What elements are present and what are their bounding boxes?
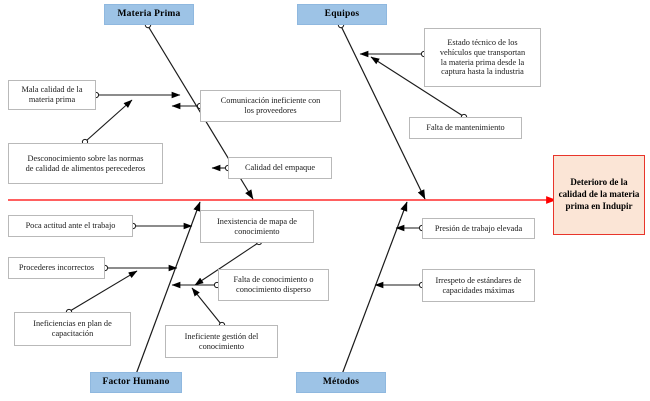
cause-label-comunicacion-ineficiente: Comunicación ineficiente con los proveed… [220,96,321,115]
category-label-metodos: Métodos [322,376,360,387]
category-label-factor-humano: Factor Humano [102,376,170,387]
cause-box-inexistencia-mapa[interactable]: Inexistencia de mapa de conocimiento [200,210,314,243]
cause-box-presion-trabajo[interactable]: Presión de trabajo elevada [422,218,535,239]
category-box-materia-prima[interactable]: Materia Prima [104,4,194,25]
cause-box-ineficiencias-plan-capacitacion[interactable]: Ineficiencias en plan de capacitación [14,312,131,346]
category-label-equipos: Equipos [324,8,360,19]
cause-label-mala-calidad: Mala calidad de la materia prima [21,85,83,104]
cause-label-ineficiente-gestion: Ineficiente gestión del conocimiento [184,331,259,351]
connector-inexistencia-mapa [194,242,259,286]
cause-label-procederes-incorrectos: Procederes incorrectos [18,263,95,273]
cause-label-falta-conocimiento: Falta de conocimiento o conocimiento dis… [233,275,314,294]
cause-label-ineficiencias-plan-capacitacion: Ineficiencias en plan de capacitación [33,319,112,338]
cause-box-irrespeto-estandares[interactable]: Irrespeto de estándares de capacidades m… [422,269,535,302]
cause-box-desconocimiento-normas[interactable]: Desconocimiento sobre las normas de cali… [8,143,163,184]
connector-desconocimiento [85,99,133,142]
cause-label-presion-trabajo: Presión de trabajo elevada [434,223,523,233]
cause-box-calidad-empaque[interactable]: Calidad del empaque [228,157,332,179]
category-label-materia-prima: Materia Prima [117,8,181,19]
connector-ineficiente-gestion [191,287,222,325]
cause-label-inexistencia-mapa: Inexistencia de mapa de conocimiento [217,216,297,236]
cause-box-mala-calidad[interactable]: Mala calidad de la materia prima [8,80,96,110]
category-box-equipos[interactable]: Equipos [297,4,387,25]
cause-box-poca-actitud[interactable]: Poca actitud ante el trabajo [8,215,133,237]
cause-label-irrespeto-estandares: Irrespeto de estándares de capacidades m… [435,275,522,295]
cause-box-falta-mantenimiento[interactable]: Falta de mantenimiento [409,117,522,139]
cause-label-estado-tecnico-vehiculos: Estado técnico de los vehículos que tran… [439,37,526,77]
cause-box-ineficiente-gestion[interactable]: Ineficiente gestión del conocimiento [165,325,278,358]
cause-box-procederes-incorrectos[interactable]: Procederes incorrectos [8,257,105,279]
cause-label-desconocimiento-normas: Desconocimiento sobre las normas de cali… [25,153,146,173]
cause-label-calidad-empaque: Calidad del empaque [244,163,316,173]
rib-equipos [340,25,426,200]
connector-ineficiencias-plan [69,270,138,312]
effect-box[interactable]: Deterioro de la calidad de la materia pr… [553,155,645,235]
category-box-factor-humano[interactable]: Factor Humano [90,372,182,393]
category-box-metodos[interactable]: Métodos [296,372,386,393]
effect-label: Deterioro de la calidad de la materia pr… [558,177,640,211]
cause-label-poca-actitud: Poca actitud ante el trabajo [25,221,116,231]
cause-box-comunicacion-ineficiente[interactable]: Comunicación ineficiente con los proveed… [200,90,341,122]
connector-falta-mantenimiento [370,56,464,117]
cause-label-falta-mantenimiento: Falta de mantenimiento [426,123,505,133]
rib-factor-humano [134,201,201,378]
cause-box-falta-conocimiento[interactable]: Falta de conocimiento o conocimiento dis… [218,269,329,301]
cause-box-estado-tecnico-vehiculos[interactable]: Estado técnico de los vehículos que tran… [424,28,541,87]
